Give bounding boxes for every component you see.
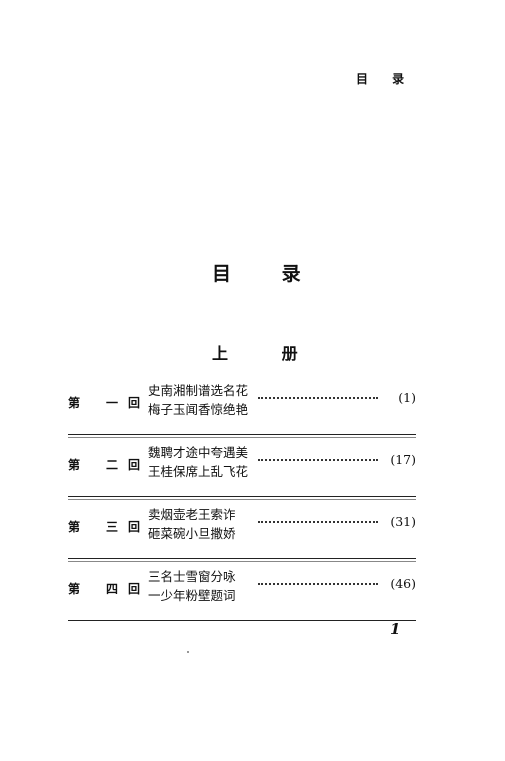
running-head: 目 录 — [356, 72, 415, 86]
chapter-title: 魏聘才途中夸遇美 王桂保席上乱飞花 — [148, 443, 248, 481]
chapter-title-line: 砸菜碗小旦撒娇 — [148, 526, 236, 541]
chapter-title-line: 王桂保席上乱飞花 — [148, 464, 249, 479]
chapter-suffix: 回 — [127, 582, 140, 596]
chapter-number: 二 — [105, 458, 118, 472]
chapter-prefix: 第 — [68, 520, 81, 534]
chapter-label: 第 一回 — [68, 394, 140, 411]
chapter-prefix: 第 — [68, 582, 81, 596]
chapter-prefix: 第 — [68, 396, 81, 410]
chapter-prefix: 第 — [68, 458, 81, 472]
chapter-title: 史南湘制谱选名花 梅子玉闻香惊绝艳 — [148, 381, 248, 419]
chapter-title-line: 卖烟壶老王索诈 — [148, 507, 236, 522]
folio-number: 1 — [390, 620, 401, 638]
page-number: (1) — [398, 390, 416, 405]
chapter-title-line: 一少年粉壁题词 — [148, 588, 236, 603]
page-number: (46) — [390, 576, 416, 591]
toc-entry[interactable]: 第 三回 卖烟壶老王索诈 砸菜碗小旦撒娇 (31) — [68, 499, 416, 559]
toc-entry[interactable]: 第 一回 史南湘制谱选名花 梅子玉闻香惊绝艳 (1) — [68, 376, 416, 435]
dot-leader — [258, 582, 378, 585]
page-number: (17) — [390, 452, 416, 467]
chapter-number: 一 — [105, 396, 118, 410]
table-of-contents: 第一回 史南湘制谱选名花 梅子玉闻香惊绝艳 (1) 第二回 魏聘才途中夸遇美 王… — [68, 376, 416, 621]
chapter-title-line: 梅子玉闻香惊绝艳 — [148, 402, 249, 417]
dot-leader — [258, 458, 378, 461]
dot-leader — [258, 520, 378, 523]
chapter-label: 第 三回 — [68, 518, 140, 535]
chapter-title-line: 史南湘制谱选名花 — [148, 383, 249, 398]
chapter-suffix: 回 — [127, 458, 140, 472]
volume-title: 上 册 — [212, 344, 322, 363]
page-title: 目 录 — [212, 263, 323, 285]
chapter-suffix: 回 — [127, 520, 140, 534]
chapter-number: 三 — [105, 520, 118, 534]
page-number: (31) — [390, 514, 416, 529]
toc-entry[interactable]: 第 二回 魏聘才途中夸遇美 王桂保席上乱飞花 (17) — [68, 437, 416, 497]
chapter-title: 三名士雪窗分咏 一少年粉壁题词 — [148, 567, 236, 605]
chapter-title-line: 魏聘才途中夸遇美 — [148, 445, 249, 460]
chapter-number: 四 — [105, 582, 118, 596]
chapter-label: 第 四回 — [68, 580, 140, 597]
chapter-suffix: 回 — [127, 396, 140, 410]
chapter-label: 第 二回 — [68, 456, 140, 473]
toc-entry[interactable]: 第 四回 三名士雪窗分咏 一少年粉壁题词 (46) — [68, 561, 416, 621]
chapter-title-line: 三名士雪窗分咏 — [148, 569, 236, 584]
print-speck — [187, 651, 189, 653]
chapter-title: 卖烟壶老王索诈 砸菜碗小旦撒娇 — [148, 505, 236, 543]
dot-leader — [258, 396, 378, 399]
